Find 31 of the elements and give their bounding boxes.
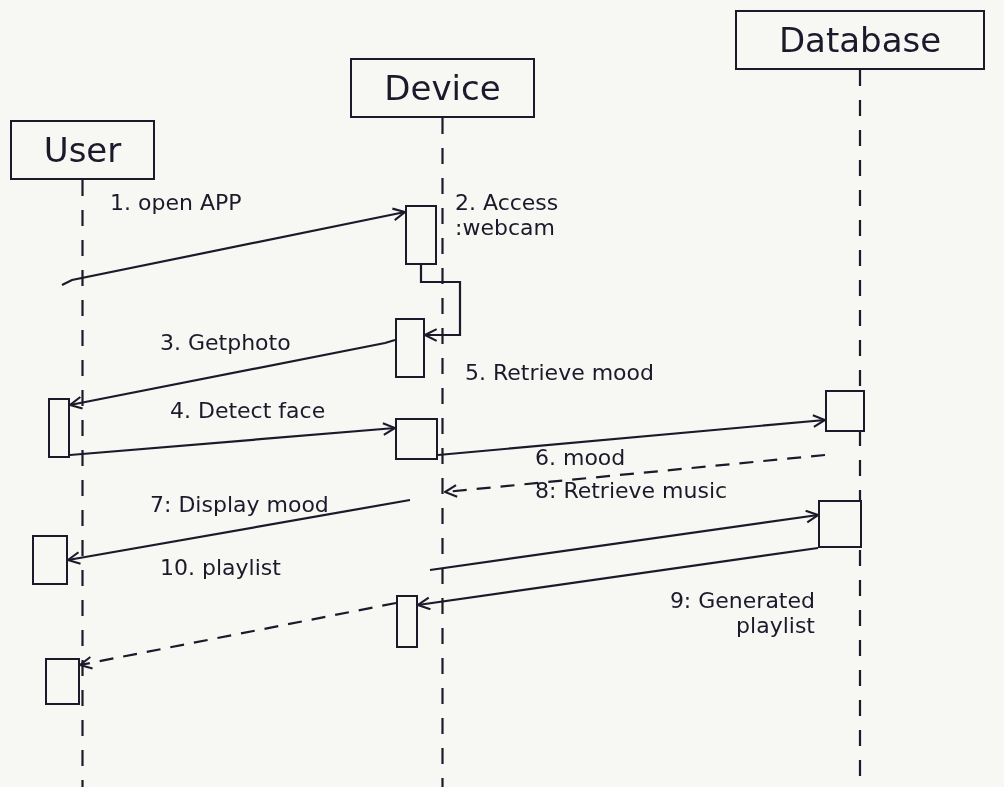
activation-bar — [48, 398, 70, 458]
message-arrow — [69, 422, 397, 457]
message-label: 2. Access :webcam — [455, 190, 560, 241]
message-label: 6. mood — [535, 445, 627, 471]
message-arrow — [61, 207, 407, 286]
activation-bar — [405, 205, 437, 265]
message-label: 7: Display mood — [150, 492, 330, 518]
message-label: 5. Retrieve mood — [465, 360, 655, 386]
lifeline-header-box — [10, 120, 155, 180]
message-label: 8: Retrieve music — [535, 478, 729, 504]
message-arrow — [429, 509, 820, 572]
return-message-arrow — [443, 453, 826, 498]
activation-bar — [395, 418, 438, 460]
message-label: 3. Getphoto — [160, 330, 292, 356]
lifeline-header-box — [350, 58, 535, 118]
message-arrow — [419, 265, 462, 342]
activation-bar — [825, 390, 865, 432]
message-arrow — [437, 414, 827, 457]
message-label: 4. Detect face — [170, 398, 327, 424]
activation-bar — [395, 318, 425, 378]
message-label: 9: Generated playlist — [668, 588, 815, 639]
participant-name: Device — [384, 68, 501, 108]
participant-name: User — [43, 130, 122, 170]
message-label: 1. open APP — [110, 190, 243, 216]
message-label: 10. playlist — [160, 555, 282, 581]
lifeline-header-box — [735, 10, 985, 70]
activation-bar — [396, 595, 418, 648]
activation-bar — [32, 535, 68, 585]
activation-bar — [818, 500, 862, 548]
activation-bar — [45, 658, 80, 705]
participant-name: Database — [778, 20, 942, 60]
